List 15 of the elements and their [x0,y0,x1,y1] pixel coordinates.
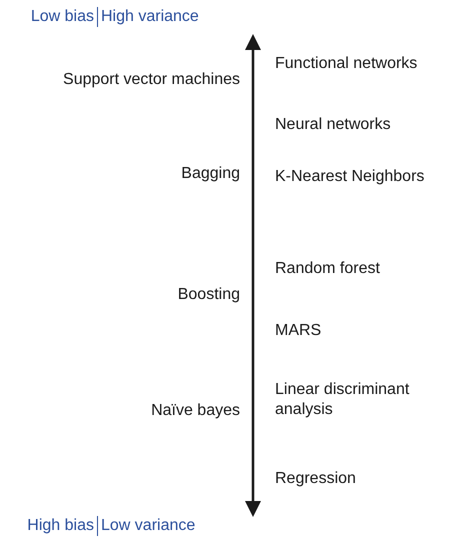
method-label: Support vector machines [63,70,240,90]
scale-end-label: Low variance [101,516,196,536]
method-label: Neural networks [275,115,391,135]
method-label: Bagging [181,164,240,184]
method-label: Linear discriminant analysis [275,380,410,420]
method-label: Random forest [275,259,380,279]
method-label: Functional networks [275,54,418,74]
method-label: Regression [275,469,356,489]
scale-end-label: High variance [101,7,199,27]
method-label: Naïve bayes [151,401,240,421]
scale-end-label: Low bias [30,7,94,27]
scale-end-label: High bias [27,516,94,536]
method-label: MARS [275,321,322,341]
method-label: Boosting [178,285,240,305]
method-label: K-Nearest Neighbors [275,167,424,187]
